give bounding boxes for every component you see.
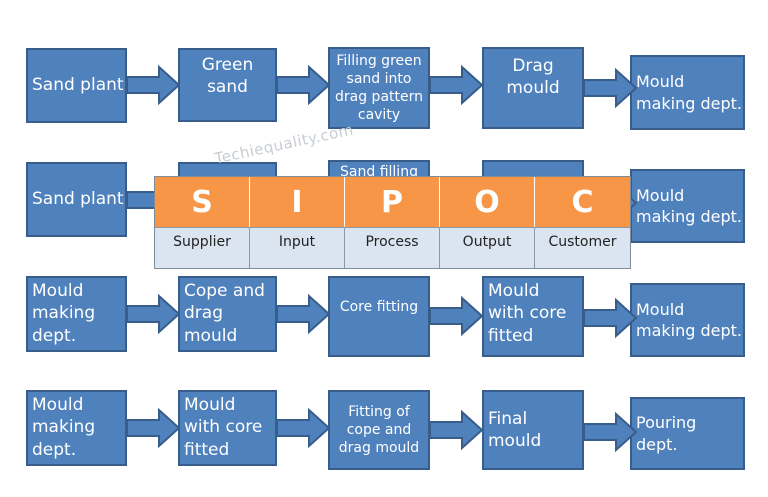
sipoc-label-customer: Customer [535, 227, 630, 268]
sipoc-letter-c: C [535, 177, 630, 227]
flow-box-mould-making-dept: Mould making dept. [630, 169, 745, 243]
flow-arrow-icon [583, 69, 637, 107]
sipoc-label-output: Output [440, 227, 535, 268]
sipoc-label-input: Input [250, 227, 345, 268]
flow-arrow-icon [276, 66, 330, 104]
flow-arrow-icon [276, 409, 330, 447]
flow-arrow-icon [276, 295, 330, 333]
sipoc-letter-s: S [155, 177, 250, 227]
flow-box-green-sand: Green sand [178, 48, 277, 122]
flow-arrow-icon [429, 297, 483, 335]
flow-arrow-icon [583, 413, 637, 451]
flow-box-cope-and-drag-mould: Cope and drag mould [178, 276, 277, 352]
flow-box-pouring-dept: Pouring dept. [630, 397, 745, 470]
flow-box-mould-making-dept: Mould making dept. [630, 55, 745, 130]
flow-box-mould-making-dept: Mould making dept. [26, 390, 127, 466]
flow-box-mould-making-dept: Mould making dept. [26, 276, 127, 352]
flow-box-filling-green-sand: Filling green sand into drag pattern cav… [328, 47, 430, 129]
flow-arrow-icon [429, 66, 483, 104]
flow-box-sand-plant: Sand plant [26, 48, 127, 123]
flow-arrow-icon [126, 66, 180, 104]
flow-box-mould-with-core-fitted: Mould with core fitted [178, 390, 277, 466]
flow-box-drag-mould: Drag mould [482, 47, 584, 129]
flow-arrow-icon [583, 299, 637, 337]
sipoc-letter-o: O [440, 177, 535, 227]
flow-box-core-fitting: Core fitting [328, 276, 430, 357]
flow-box-mould-with-core-fitted: Mould with core fitted [482, 276, 584, 357]
sipoc-table: S I P O C Supplier Input Process Output … [154, 176, 631, 269]
flow-box-final-mould: Final mould [482, 390, 584, 470]
flow-box-sand-plant: Sand plant [26, 162, 127, 237]
sipoc-label-supplier: Supplier [155, 227, 250, 268]
flow-box-fitting-of-cope-and-drag-mould: Fitting of cope and drag mould [328, 390, 430, 470]
flow-arrow-icon [126, 409, 180, 447]
sipoc-label-process: Process [345, 227, 440, 268]
sipoc-letter-i: I [250, 177, 345, 227]
flow-box-mould-making-dept: Mould making dept. [630, 283, 745, 357]
flow-arrow-icon [126, 295, 180, 333]
flow-arrow-icon [429, 411, 483, 449]
sipoc-letter-p: P [345, 177, 440, 227]
